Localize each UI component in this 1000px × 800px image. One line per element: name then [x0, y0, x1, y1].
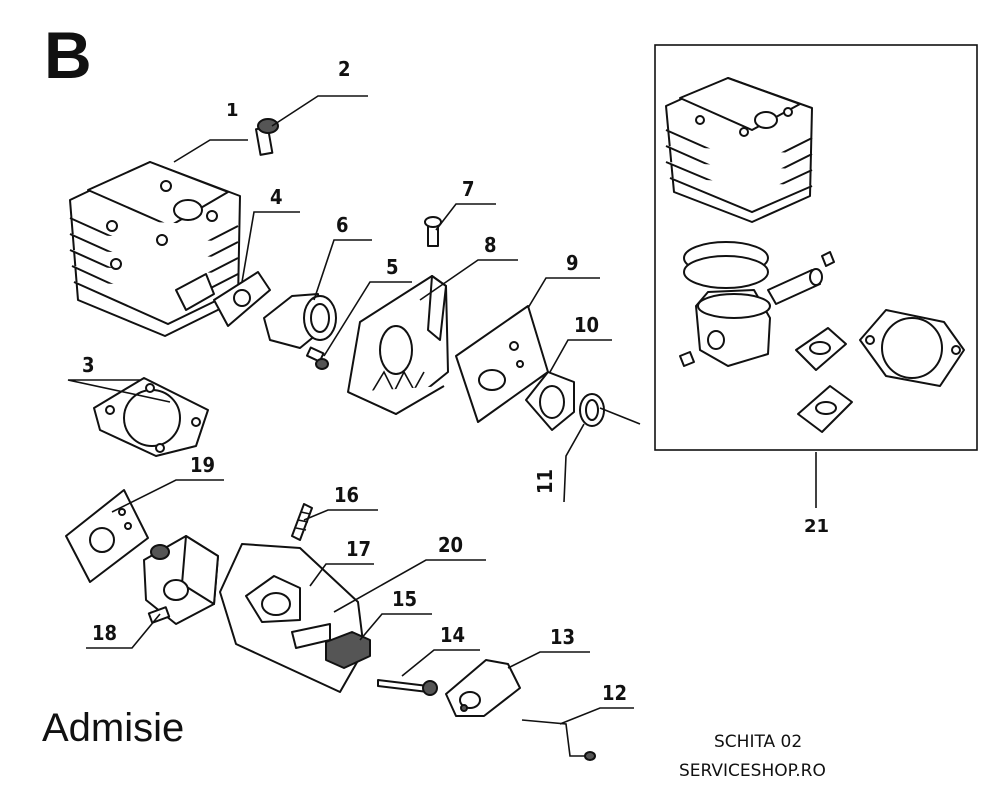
part-number-2: 2: [338, 57, 351, 81]
part-number-12: 12: [602, 681, 627, 705]
part-number-9: 9: [566, 251, 579, 275]
part-number-8: 8: [484, 233, 497, 257]
gasket-part-19: [65, 489, 149, 583]
part-number-5: 5: [386, 255, 399, 279]
gasket-part-3: [93, 377, 209, 457]
part-number-3: 3: [82, 353, 95, 377]
website-label: SERVICESHOP.RO: [679, 761, 826, 781]
part-number-18: 18: [92, 621, 117, 645]
part-number-13: 13: [550, 625, 575, 649]
part-number-16: 16: [334, 483, 359, 507]
kit-piston: [695, 289, 771, 367]
kit-piston-pin: [767, 268, 823, 305]
kit-gasket-round: [859, 309, 965, 387]
part-number-6: 6: [336, 213, 349, 237]
part-number-15: 15: [392, 587, 417, 611]
part-number-7: 7: [462, 177, 475, 201]
part-number-19: 19: [190, 453, 215, 477]
gasket-part-4: [213, 271, 271, 327]
kit-frame: [654, 44, 978, 451]
air-box-part-20: [219, 543, 365, 693]
kit-piston-rings: [683, 241, 769, 289]
part-number-20: 20: [438, 533, 463, 557]
section-letter: B: [44, 18, 92, 92]
block-part-15: [325, 631, 371, 669]
bolt-part-1: [255, 118, 279, 156]
cylinder: [69, 161, 241, 337]
kit-gasket-lower: [797, 385, 853, 433]
rod-part-14: [377, 679, 438, 696]
part-number-21: 21: [804, 516, 829, 537]
section-title: Admisie: [42, 706, 185, 750]
flange-part-8: [347, 275, 449, 415]
kit-cylinder: [665, 77, 813, 223]
part-number-4: 4: [270, 185, 283, 209]
part-number-11: 11: [533, 469, 557, 494]
screw-part-5: [305, 346, 329, 370]
part-number-1: 1: [226, 100, 239, 121]
carburetor-part-18: [143, 535, 219, 625]
flange-ring-part-10: [525, 371, 575, 431]
bolt-part-7: [424, 216, 442, 247]
kit-circlips: [679, 251, 835, 367]
part-number-14: 14: [440, 623, 465, 647]
leader-lines: [67, 95, 817, 725]
part-number-10: 10: [574, 313, 599, 337]
screw-part-16: [291, 503, 313, 541]
sheet-code: SCHITA 02: [714, 732, 803, 752]
seal-part-11: [579, 393, 605, 427]
bracket-part-13: [445, 659, 521, 717]
kit-gasket-small: [795, 327, 847, 371]
gasket-part-9: [455, 305, 549, 423]
link-part-12: [521, 719, 596, 761]
intake-manifold-part-6: [263, 293, 337, 349]
part-number-17: 17: [346, 537, 371, 561]
